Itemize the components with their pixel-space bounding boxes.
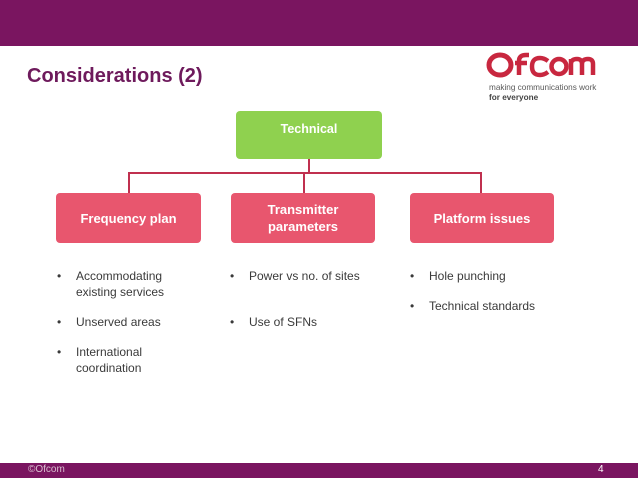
list-item-text: Hole punching xyxy=(429,269,506,283)
bullet-dot: • xyxy=(57,269,62,283)
list-item: • Technical standards xyxy=(410,298,570,314)
list-item-text: Accommodating xyxy=(76,269,163,283)
list-item: • Use of SFNs xyxy=(230,314,390,330)
frequency-plan-bullets: • Accommodating existing services • Unse… xyxy=(57,268,207,390)
frequency-plan-label: Frequency plan xyxy=(80,210,177,226)
list-item-text-cont: existing services xyxy=(76,285,165,299)
list-item-text: Use of SFNs xyxy=(249,315,318,329)
connector-middle xyxy=(303,172,305,193)
slide-title: Considerations (2) xyxy=(27,65,203,87)
list-item: • Power vs no. of sites xyxy=(230,268,390,284)
bullet-dot: • xyxy=(410,269,415,283)
bullet-dot: • xyxy=(410,299,415,313)
transmitter-parameters-bullets: • Power vs no. of sites • Use of SFNs xyxy=(230,268,390,344)
logo-tagline: making communications work xyxy=(489,83,597,92)
page-number: 4 xyxy=(598,464,604,475)
connector-left xyxy=(128,172,130,193)
copyright-text: ©Ofcom xyxy=(28,464,65,475)
list-item-text: Power vs no. of sites xyxy=(249,269,360,283)
logo-tagline-sub: for everyone xyxy=(489,93,539,102)
list-item: • Hole punching xyxy=(410,268,570,284)
ofcom-logo: making communications work for everyone xyxy=(486,52,611,108)
transmitter-parameters-label-line2: parameters xyxy=(267,219,339,234)
connector-root-down xyxy=(308,159,310,173)
list-item: • Unserved areas xyxy=(57,314,207,330)
bullet-dot: • xyxy=(57,345,62,359)
ofcom-wordmark-icon xyxy=(486,52,596,78)
frequency-plan-node: Frequency plan xyxy=(56,193,201,243)
technical-node-label: Technical xyxy=(280,121,338,136)
technical-node: Technical xyxy=(236,111,382,159)
transmitter-parameters-label: Transmitter parameters xyxy=(268,201,339,235)
connector-right xyxy=(480,172,482,193)
header-bar xyxy=(0,0,638,46)
platform-issues-node: Platform issues xyxy=(410,193,554,243)
bullet-dot: • xyxy=(230,315,235,329)
list-item-text: Unserved areas xyxy=(76,315,161,329)
list-item: • International coordination xyxy=(57,344,207,376)
platform-issues-label: Platform issues xyxy=(433,210,531,226)
footer-bar: ©Ofcom 4 xyxy=(0,463,638,478)
list-item-text-cont: coordination xyxy=(76,361,142,375)
platform-issues-bullets: • Hole punching • Technical standards xyxy=(410,268,570,328)
list-item: • Accommodating existing services xyxy=(57,268,207,300)
bullet-dot: • xyxy=(230,269,235,283)
bullet-dot: • xyxy=(57,315,62,329)
transmitter-parameters-node: Transmitter parameters xyxy=(231,193,375,243)
connector-horizontal xyxy=(128,172,482,174)
transmitter-parameters-label-line1: Transmitter xyxy=(267,202,339,217)
list-item-text: International xyxy=(76,345,143,359)
list-item-text: Technical standards xyxy=(429,299,536,313)
